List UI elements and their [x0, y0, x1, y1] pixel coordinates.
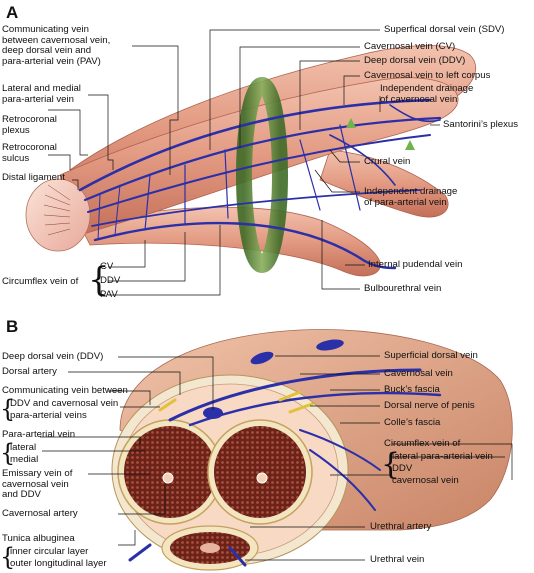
label-b-bucks-fascia: Buck’s fascia [384, 384, 440, 395]
label-distal-ligament: Distal ligament [2, 172, 65, 183]
label-circumflex-vein-a: Circumflex vein of [2, 276, 79, 287]
label-b-tunica-albuginea: Tunica albuginea [2, 533, 75, 544]
panel-a-letter: A [6, 3, 19, 22]
label-b-communicating-vein: Communicating vein between [2, 385, 128, 396]
label-lateral-medial-para-arterial: Lateral and medial para-arterial vein [2, 83, 81, 105]
label-retrocoronal-sulcus: Retrocoronal sulcus [2, 142, 57, 164]
label-crural-vein: Crural vein [364, 156, 411, 167]
label-b-cavernosal-vein: Cavernosal vein [384, 368, 453, 379]
brace-circumflex-b: { [381, 447, 401, 482]
label-b-dorsal-artery: Dorsal artery [2, 366, 57, 377]
label-b-comm-ddv-cavernosal: DDV and cavernosal vein [10, 398, 119, 409]
label-bulbourethral-vein: Bulbourethral vein [364, 283, 442, 294]
brace-communicating-b: { [0, 395, 16, 423]
label-b-comm-para-arterial: para-arterial veins [10, 410, 87, 421]
label-b-cavernosal-artery: Cavernosal artery [2, 508, 78, 519]
label-b-outer-longitudinal: outer longitudinal layer [10, 558, 107, 569]
label-circumflex-pav: PAV [100, 289, 118, 300]
brace-tunica-b: { [0, 543, 16, 571]
label-santorinis-plexus: Santorini’s plexus [443, 119, 519, 130]
label-retrocoronal-plexus: Retrocoronal plexus [2, 114, 57, 136]
label-b-dorsal-nerve: Dorsal nerve of penis [384, 400, 475, 411]
label-superficial-dorsal-vein: Superfical dorsal vein (SDV) [384, 24, 505, 35]
label-b-colles-fascia: Colle’s fascia [384, 417, 441, 428]
label-cavernosal-vein-left-corpus: Cavernosal vein to left corpus [364, 70, 491, 81]
label-b-circumflex-cavernosal: cavernosal vein [392, 475, 459, 486]
label-internal-pudendal-vein: Internal pudendal vein [368, 259, 463, 270]
panel-b-leaders [40, 355, 513, 561]
label-independent-drainage-para-arterial: Independent drainage of para-arterial ve… [364, 186, 458, 208]
label-circumflex-ddv: DDV [100, 275, 121, 286]
label-b-circumflex-lateral: lateral para-arterial vein [392, 451, 493, 462]
label-b-superficial-dorsal-vein: Superficial dorsal vein [384, 350, 478, 361]
label-b-inner-circular: inner circular layer [10, 546, 89, 557]
label-communicating-vein: Communicating vein between cavernosal ve… [2, 24, 111, 67]
label-b-circumflex-ddv: DDV [392, 463, 413, 474]
label-b-deep-dorsal-vein: Deep dorsal vein (DDV) [2, 351, 104, 362]
panel-b-letter: B [6, 317, 19, 336]
label-cavernosal-vein: Cavernosal vein (CV) [364, 41, 456, 52]
label-b-para-arterial-vein: Para-arterial vein [2, 429, 76, 440]
label-b-circumflex-vein: Circumflex vein of [384, 438, 461, 449]
label-b-para-medial: medial [10, 454, 39, 465]
label-b-urethral-vein: Urethral vein [370, 554, 425, 565]
label-deep-dorsal-vein: Deep dorsal vein (DDV) [364, 55, 466, 66]
panel-b-drawing [111, 329, 513, 571]
label-b-urethral-artery: Urethral artery [370, 521, 432, 532]
brace-circumflex-a: { [88, 260, 110, 300]
panel-a-leaders [48, 29, 440, 296]
label-b-para-lateral: lateral [10, 442, 37, 453]
brace-para-arterial-b: { [0, 439, 16, 467]
panel-a-drawing [25, 45, 476, 277]
label-circumflex-cv: CV [100, 261, 114, 272]
label-b-emissary-vein: Emissary vein of cavernosal vein and DDV [2, 468, 73, 501]
label-independent-drainage-cavernosal: Independent drainage of cavernosal vein [380, 83, 474, 105]
